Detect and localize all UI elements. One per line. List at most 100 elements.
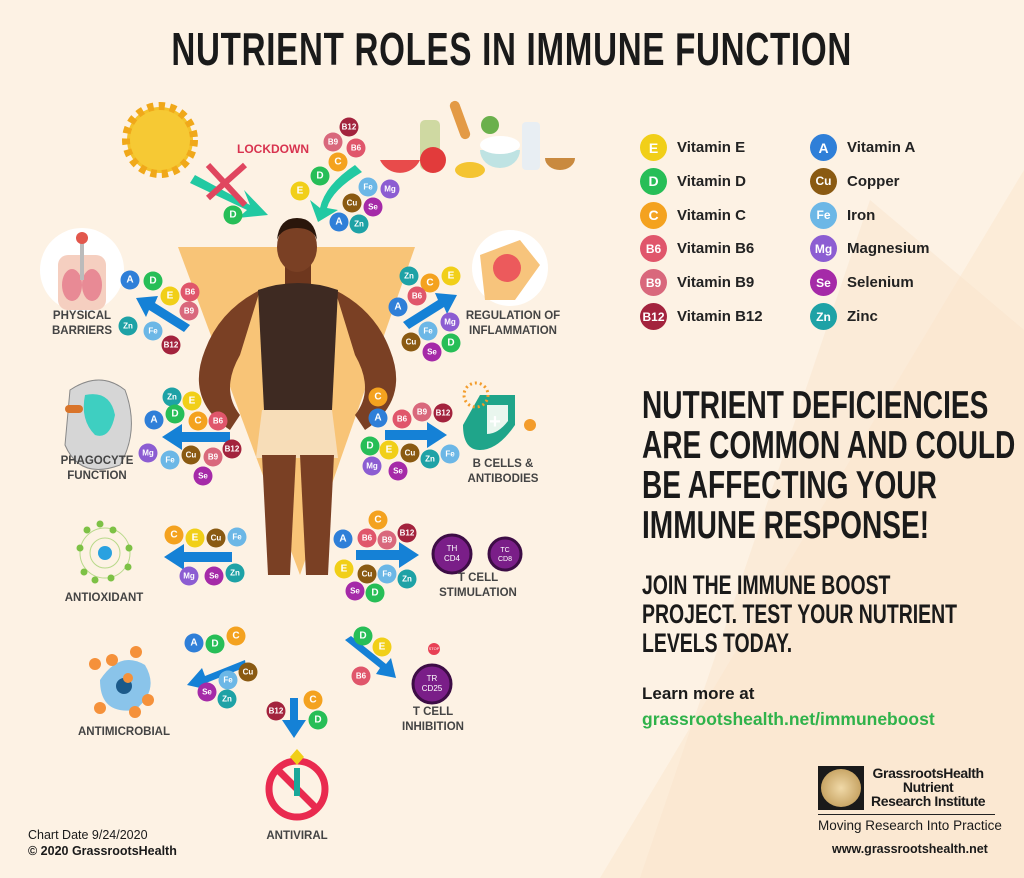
nutrient-bubble-d: D	[310, 166, 330, 186]
legend-item-cu: Cu Copper	[810, 167, 900, 195]
nutrient-bubble-b12: B12	[339, 117, 359, 137]
nutrient-bubble-mg: Mg	[380, 179, 400, 199]
nutrient-bubble-b12: B12	[266, 701, 286, 721]
nutrient-bubble-c: C	[368, 510, 388, 530]
label-antiviral: ANTIVIRAL	[266, 830, 328, 842]
nutrient-bubble-e: E	[334, 559, 354, 579]
nutrient-bubble-b12: B12	[397, 523, 417, 543]
food-arrow	[310, 165, 362, 222]
nutrient-bubble-zn: Zn	[349, 214, 369, 234]
nutrient-bubble-fe: Fe	[143, 321, 163, 341]
nutrient-bubble-zn: Zn	[217, 689, 237, 709]
label-b-cells: B CELLS & ANTIBODIES	[467, 458, 539, 485]
inflammation-icon	[472, 230, 548, 306]
legend-label: Selenium	[847, 274, 914, 292]
legend-label: Vitamin B9	[677, 274, 755, 292]
nutrient-bubble-c: C	[420, 273, 440, 293]
nutrient-bubble-b9: B9	[377, 530, 397, 550]
phagocyte-icon	[64, 379, 132, 470]
headline-line: NUTRIENT DEFICIENCIES	[642, 384, 989, 427]
human-figure	[198, 218, 397, 575]
svg-text:+: +	[489, 411, 501, 433]
nutrient-bubble-a: A	[333, 529, 353, 549]
nutrient-bubble-c: C	[303, 690, 323, 710]
headline-line: BE AFFECTING YOUR	[642, 464, 937, 507]
nutrient-bubble-se: Se	[197, 682, 217, 702]
legend-label: Vitamin A	[847, 139, 916, 156]
legend-label: Copper	[847, 172, 900, 190]
legend-label: Iron	[847, 206, 876, 224]
label-physical-barriers: PHYSICAL BARRIERS	[51, 310, 113, 337]
nutrient-bubble-a: A	[388, 297, 408, 317]
legend-label: Vitamin B12	[677, 308, 763, 325]
nutrient-bubble-b12: B12	[222, 439, 242, 459]
immuneboost-link[interactable]: grassrootshealth.net/immuneboost	[642, 709, 935, 729]
b-cell-shield-icon: +	[462, 381, 536, 450]
nutrient-bubble-e: E	[379, 440, 399, 460]
food-icon	[380, 100, 575, 178]
nutrient-bubble-cu: Cu	[181, 445, 201, 465]
label-t-stimulation: T CELL STIMULATION	[439, 572, 517, 599]
nutrient-bubble-fe: Fe	[358, 177, 378, 197]
nutrient-bubble-b6: B6	[357, 528, 377, 548]
headline-line: ARE COMMON AND COULD	[642, 424, 1016, 467]
legend-item-a: A Vitamin A	[810, 134, 915, 161]
nutrient-bubble-a: A	[329, 212, 349, 232]
t-cell-cd25-icon	[411, 643, 453, 705]
legend-swatch: A	[810, 134, 837, 161]
nutrient-bubble-b12: B12	[161, 335, 181, 355]
nutrient-bubble-se: Se	[345, 581, 365, 601]
nutrient-bubble-zn: Zn	[420, 449, 440, 469]
legend-label: Vitamin D	[677, 172, 746, 190]
nutrient-bubble-d: D	[441, 333, 461, 353]
legend-swatch: E	[640, 134, 667, 161]
nutrient-bubble-zn: Zn	[397, 569, 417, 589]
arrow-t-inhibition	[345, 636, 396, 678]
nutrient-bubble-mg: Mg	[440, 312, 460, 332]
sun-icon	[122, 102, 198, 178]
label-antioxidant: ANTIOXIDANT	[64, 592, 144, 604]
nutrient-bubble-d: D	[353, 626, 373, 646]
arrow-inflammation	[403, 293, 457, 329]
website-url[interactable]: www.grassrootshealth.net	[832, 842, 988, 856]
nutrient-bubble-se: Se	[388, 461, 408, 481]
nutrient-bubble-c: C	[368, 387, 388, 407]
nutrient-bubble-zn: Zn	[399, 266, 419, 286]
nutrient-bubble-c: C	[188, 411, 208, 431]
copyright: © 2020 GrassrootsHealth	[28, 844, 177, 858]
nutrient-bubble-fe: Fe	[440, 444, 460, 464]
logo-tagline: Moving Research Into Practice	[818, 818, 1002, 833]
arrows	[136, 293, 457, 738]
arrow-antioxidant	[164, 544, 232, 570]
nutrient-bubble-b9: B9	[203, 447, 223, 467]
nutrient-bubble-zn: Zn	[225, 563, 245, 583]
legend-swatch: Cu	[810, 167, 837, 195]
nutrient-bubble-a: A	[120, 270, 140, 290]
label-t-inhibition: T CELL INHIBITION	[402, 706, 464, 733]
nutrient-bubble-b9: B9	[323, 132, 343, 152]
arrow-t-stimulation	[356, 542, 419, 568]
nutrient-bubble-fe: Fe	[377, 564, 397, 584]
nutrient-bubble-se: Se	[204, 566, 224, 586]
nutrient-bubble-b6: B6	[346, 138, 366, 158]
nutrient-bubble-b6: B6	[180, 282, 200, 302]
arrow-antiviral	[282, 698, 306, 738]
nutrient-bubble-a: A	[184, 633, 204, 653]
headline-line: IMMUNE RESPONSE!	[642, 504, 930, 547]
nutrient-bubble-b12: B12	[433, 403, 453, 423]
nutrient-bubble-se: Se	[363, 197, 383, 217]
nutrient-bubble-d: D	[143, 271, 163, 291]
legend-label: Zinc	[847, 308, 878, 325]
logo-vitruvian-icon	[818, 766, 864, 810]
nutrient-bubble-a: A	[144, 410, 164, 430]
chart-date: Chart Date 9/24/2020	[28, 828, 148, 842]
nutrient-bubble-b6: B6	[351, 666, 371, 686]
nutrient-bubble-mg: Mg	[362, 456, 382, 476]
